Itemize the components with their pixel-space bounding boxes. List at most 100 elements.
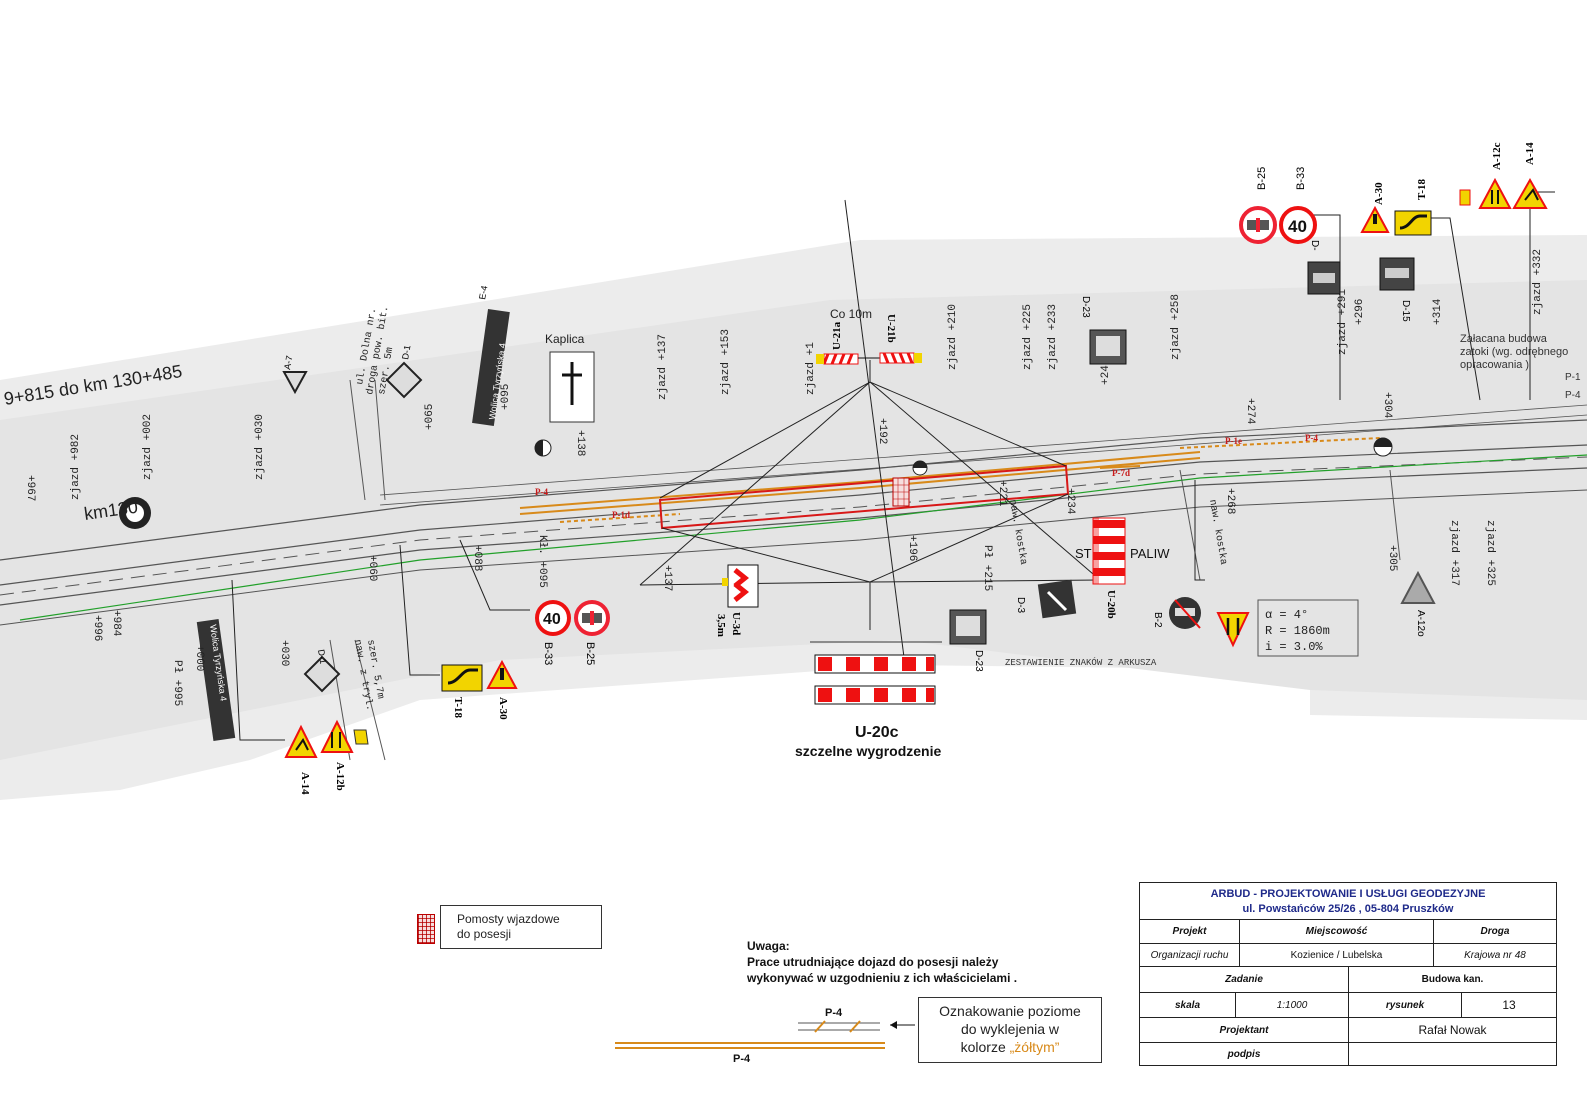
u21a-label: U-21a bbox=[831, 321, 843, 350]
tb-projektant-h: Projektant bbox=[1140, 1018, 1349, 1042]
b33-top-label: B-33 bbox=[1295, 167, 1307, 190]
title-block: ARBUD - PROJEKTOWANIE I USŁUGI GEODEZYJN… bbox=[1139, 882, 1557, 1066]
tb-header: ARBUD - PROJEKTOWANIE I USŁUGI GEODEZYJN… bbox=[1140, 883, 1556, 920]
ch-bot-21: +138 bbox=[574, 430, 586, 456]
a30-bot-label: A-30 bbox=[497, 697, 509, 720]
ch-bot-8: Kł. +095 bbox=[536, 535, 548, 588]
u20b-sign: U-20b bbox=[1092, 517, 1126, 619]
pomosty-swatch-icon bbox=[417, 914, 435, 944]
t18-sign-top: T-18 bbox=[1394, 179, 1432, 236]
chapel: Kaplica bbox=[545, 332, 595, 423]
ch-top-15: +314 bbox=[1432, 298, 1444, 325]
marking-desc-3-yellow: „żółtym” bbox=[1009, 1039, 1060, 1055]
mk-p4b: P-4 bbox=[1305, 433, 1318, 443]
ch-bot-14: +268 bbox=[1224, 488, 1236, 514]
ch-top-10: zjazd +233 bbox=[1047, 304, 1059, 370]
ch-bot-10: +196 bbox=[906, 535, 918, 561]
ch-top-1: zjazd +002 bbox=[142, 414, 154, 480]
curve-incl: i = 3.0% bbox=[1265, 640, 1323, 654]
tb-row-skala: skala 1:1000 rysunek 13 bbox=[1140, 993, 1556, 1018]
ch-top-8: zjazd +210 bbox=[947, 304, 959, 370]
ch-bot-16: zjazd +325 bbox=[1484, 520, 1496, 586]
ch-bot-11: Pł +215 bbox=[981, 545, 993, 591]
u20b-label: U-20b bbox=[1105, 590, 1117, 619]
green-line bbox=[19, 454, 1587, 621]
ch-bot-9: +137 bbox=[661, 565, 673, 591]
marking-legend-lines bbox=[615, 1020, 915, 1049]
t18-bot-label: T-18 bbox=[452, 697, 464, 718]
ch-bot-17: +305 bbox=[1386, 545, 1398, 571]
ch-top-0: zjazd +982 bbox=[70, 434, 82, 500]
d23-bot-label: D-23 bbox=[973, 650, 984, 672]
note-title: Uwaga: bbox=[747, 939, 790, 953]
tb-address: ul. Powstańców 25/26 , 05-804 Pruszków bbox=[1242, 902, 1454, 915]
b33-bot-label: B-33 bbox=[542, 642, 554, 665]
u20c-label: U-20c bbox=[855, 724, 899, 741]
a14-sign-bot: A-14 bbox=[284, 724, 318, 795]
p4-label: P-4 bbox=[1565, 390, 1581, 401]
a12c-label: A-12c bbox=[1491, 142, 1503, 170]
b33-top-value: 40 bbox=[1288, 217, 1307, 236]
d3-sign: D-3 bbox=[1015, 579, 1077, 619]
d1-label: D-1 bbox=[400, 344, 412, 360]
ch-top-13: zjazd +291 bbox=[1337, 289, 1349, 355]
tb-row-zadanie: Zadanie Budowa kan. bbox=[1140, 967, 1556, 993]
ch-top-16: zjazd +332 bbox=[1532, 249, 1544, 315]
summary-label: ZESTAWIENIE ZNAKÓW Z ARKUSZA bbox=[1005, 657, 1157, 668]
tb-podpis-v bbox=[1349, 1043, 1556, 1065]
mk-p1d: P-1d bbox=[612, 510, 630, 520]
t18-top-label: T-18 bbox=[1416, 179, 1428, 200]
d1b-label: D-1 bbox=[316, 649, 328, 665]
road bbox=[0, 404, 1587, 626]
marking-label-top: P-4 bbox=[825, 1007, 843, 1019]
ch-bot-5: +030 bbox=[278, 640, 290, 666]
side-streets bbox=[329, 379, 1401, 761]
a30-top-label: A-30 bbox=[1373, 182, 1385, 205]
ch-top-4: +095 bbox=[500, 384, 512, 410]
yield-sign bbox=[282, 371, 308, 395]
mk-p7d: P-7d bbox=[1112, 468, 1130, 478]
tb-projektant-v: Rafał Nowak bbox=[1418, 1023, 1487, 1037]
b2-label: B-2 bbox=[1152, 612, 1163, 628]
tb-row-projektant: Projektant Rafał Nowak bbox=[1140, 1018, 1556, 1043]
ch-top-14: +296 bbox=[1354, 299, 1366, 325]
orange-markings bbox=[519, 437, 1381, 523]
station-label: ST bbox=[1075, 546, 1092, 561]
d15-label: D-15 bbox=[1400, 300, 1411, 322]
marking-label-bottom: P-4 bbox=[733, 1053, 751, 1065]
bay-note-3: opracowania ) bbox=[1460, 359, 1529, 371]
ch-bot-7: +088 bbox=[471, 545, 483, 571]
marking-desc-1: Oznakowanie poziome bbox=[939, 1003, 1081, 1019]
note-line-1: Prace utrudniające dojazd do posesji nal… bbox=[747, 955, 999, 969]
u21a-sign: U-21a bbox=[816, 321, 859, 365]
d23-sign-top: D-23 bbox=[1080, 296, 1127, 365]
b25-bot-label: B-25 bbox=[584, 642, 596, 665]
u3d-dist: 3,5m bbox=[715, 614, 727, 637]
d23-sign-bot: D-23 bbox=[949, 609, 987, 672]
tb-rysunek-v: 13 bbox=[1502, 998, 1516, 1012]
tb-projekt-v: Organizacji ruchu bbox=[1140, 944, 1240, 966]
a12c-sign: A-12c bbox=[1459, 142, 1512, 209]
a20-sign bbox=[1216, 612, 1250, 648]
e4-label: E-4 bbox=[477, 285, 489, 301]
chapel-label: Kaplica bbox=[545, 332, 585, 346]
ch-bot-1: +996 bbox=[91, 615, 103, 641]
legend-line-2: do posesji bbox=[457, 927, 512, 941]
chainage-top: zjazd +982 zjazd +002 zjazd +030 +065 +0… bbox=[70, 249, 1544, 500]
tb-droga-v: Krajowa nr 48 bbox=[1464, 949, 1526, 961]
a30-sign-top: A-30 bbox=[1360, 182, 1390, 233]
d23-top-label: D-23 bbox=[1080, 296, 1091, 318]
tb-droga-h: Droga bbox=[1480, 926, 1510, 937]
ch-bot-19: +304 bbox=[1381, 392, 1393, 419]
a12o-sign: A-12o bbox=[1400, 570, 1436, 637]
diamond-sign-top bbox=[385, 361, 423, 399]
work-note: Uwaga: Prace utrudniające dojazd do pose… bbox=[747, 938, 1107, 986]
b33-bot-value: 40 bbox=[543, 611, 561, 628]
tb-miejscowosc-h: Miejscowość bbox=[1240, 920, 1434, 943]
tb-row-podpis: podpis bbox=[1140, 1043, 1556, 1065]
d-top-label: D- bbox=[1309, 240, 1320, 251]
marking-desc-2: do wyklejenia w bbox=[960, 1021, 1060, 1037]
tb-podpis-h: podpis bbox=[1140, 1043, 1349, 1065]
curve-radius: R = 1860m bbox=[1265, 624, 1330, 638]
